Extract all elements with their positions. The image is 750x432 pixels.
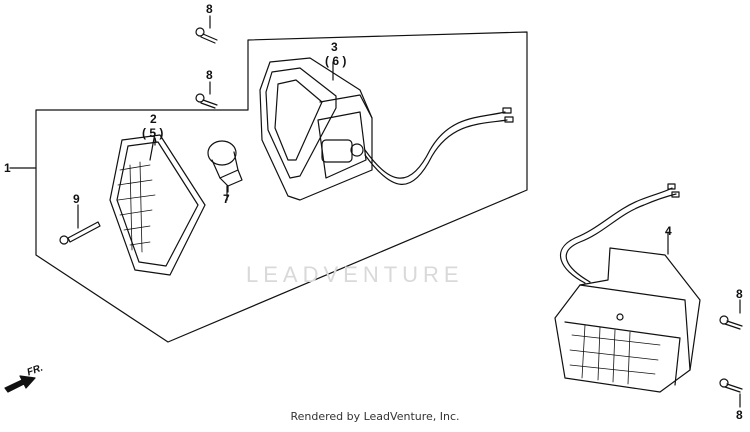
housing-wire	[364, 111, 506, 179]
taillight-assembly-part-4	[554, 183, 701, 393]
label-part-8-mid: 8	[206, 68, 213, 82]
label-part-9: 9	[73, 192, 80, 206]
assembly-outline	[9, 31, 528, 343]
watermark: LEADVENTURE	[246, 262, 464, 287]
label-part-3: 3	[331, 40, 338, 54]
bulb-part-7	[207, 140, 243, 201]
screw-part-9	[59, 204, 101, 245]
label-part-7: 7	[223, 192, 230, 206]
label-part-8-right-lower: 8	[736, 408, 743, 422]
label-part-8-top: 8	[206, 2, 213, 16]
screw-part-8-right-lower	[719, 378, 743, 408]
label-part-4: 4	[665, 224, 672, 238]
leader-2	[154, 137, 157, 143]
label-part-2-alt: ( 5 )	[142, 126, 164, 140]
footer-credit: Rendered by LeadVenture, Inc.	[290, 410, 460, 423]
wire-terminal-2	[504, 116, 514, 123]
housing-part-3	[259, 57, 373, 201]
label-part-2: 2	[150, 112, 157, 126]
lens-part-2	[109, 132, 206, 276]
wire-terminal-1	[502, 107, 512, 114]
label-part-3-alt: ( 6 )	[325, 54, 347, 68]
label-part-8-right-upper: 8	[736, 287, 743, 301]
screw-part-8-top	[195, 15, 218, 44]
label-part-1: 1	[4, 161, 11, 175]
screw-part-8-mid	[195, 81, 218, 109]
front-direction-arrow	[4, 375, 36, 393]
housing-wire-2	[364, 119, 508, 185]
screw-part-8-right-upper	[719, 299, 743, 330]
